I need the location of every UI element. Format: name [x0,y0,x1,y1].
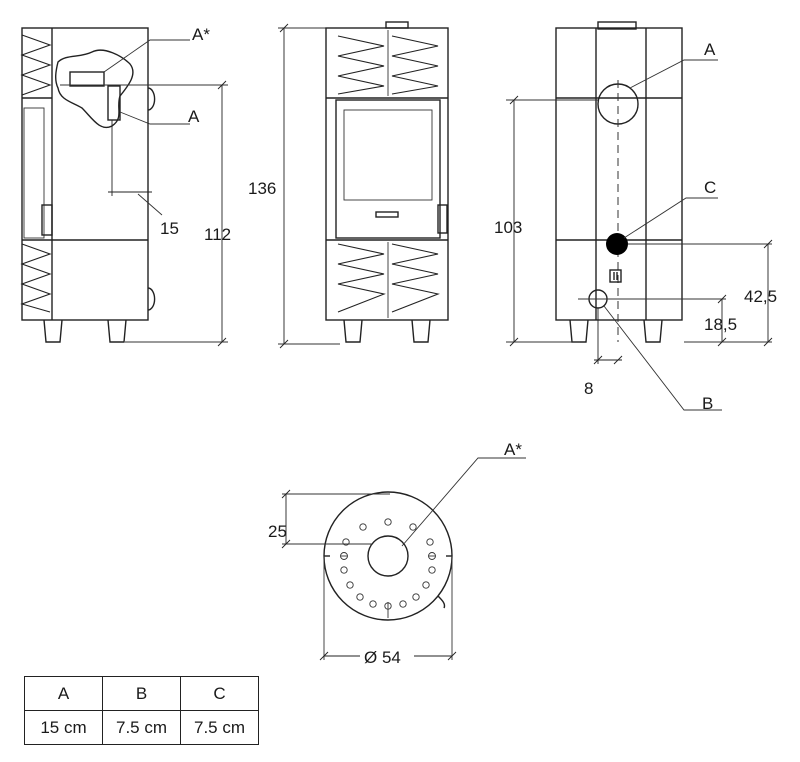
table-row: 15 cm 7.5 cm 7.5 cm [24,710,259,745]
label-a-back: A [704,40,716,59]
dim-pipe-offset: 15 [160,219,179,238]
label-c-back: C [704,178,716,197]
dim-side-height: 112 [204,225,231,244]
side-view [20,27,228,347]
label-a-star-top: A* [504,440,522,459]
label-a-star-side: A* [192,25,210,44]
front-view [278,21,449,349]
table-cell-b: 7.5 cm [102,710,181,745]
table-header-b: B [102,676,181,711]
dim-front-height: 136 [248,179,276,198]
label-a-side: A [188,107,200,126]
dim-top-offset: 25 [268,522,287,541]
table-cell-c: 7.5 cm [180,710,259,745]
pipe-size-table: A B C 15 cm 7.5 cm 7.5 cm [24,676,259,745]
dim-b-offset: 8 [584,379,593,398]
dim-b-height: 18,5 [704,315,737,334]
table-header-c: C [180,676,259,711]
diameter-label-bg [360,646,414,666]
table-header-row: A B C [24,676,259,711]
dim-back-height: 103 [494,218,522,237]
dim-diameter: Ø 54 [364,648,401,667]
top-view [281,457,526,661]
label-b-back: B [702,394,713,413]
table-header-a: A [24,676,103,711]
back-view [506,21,773,411]
table-cell-a: 15 cm [24,710,103,745]
dim-c-height: 42,5 [744,287,777,306]
